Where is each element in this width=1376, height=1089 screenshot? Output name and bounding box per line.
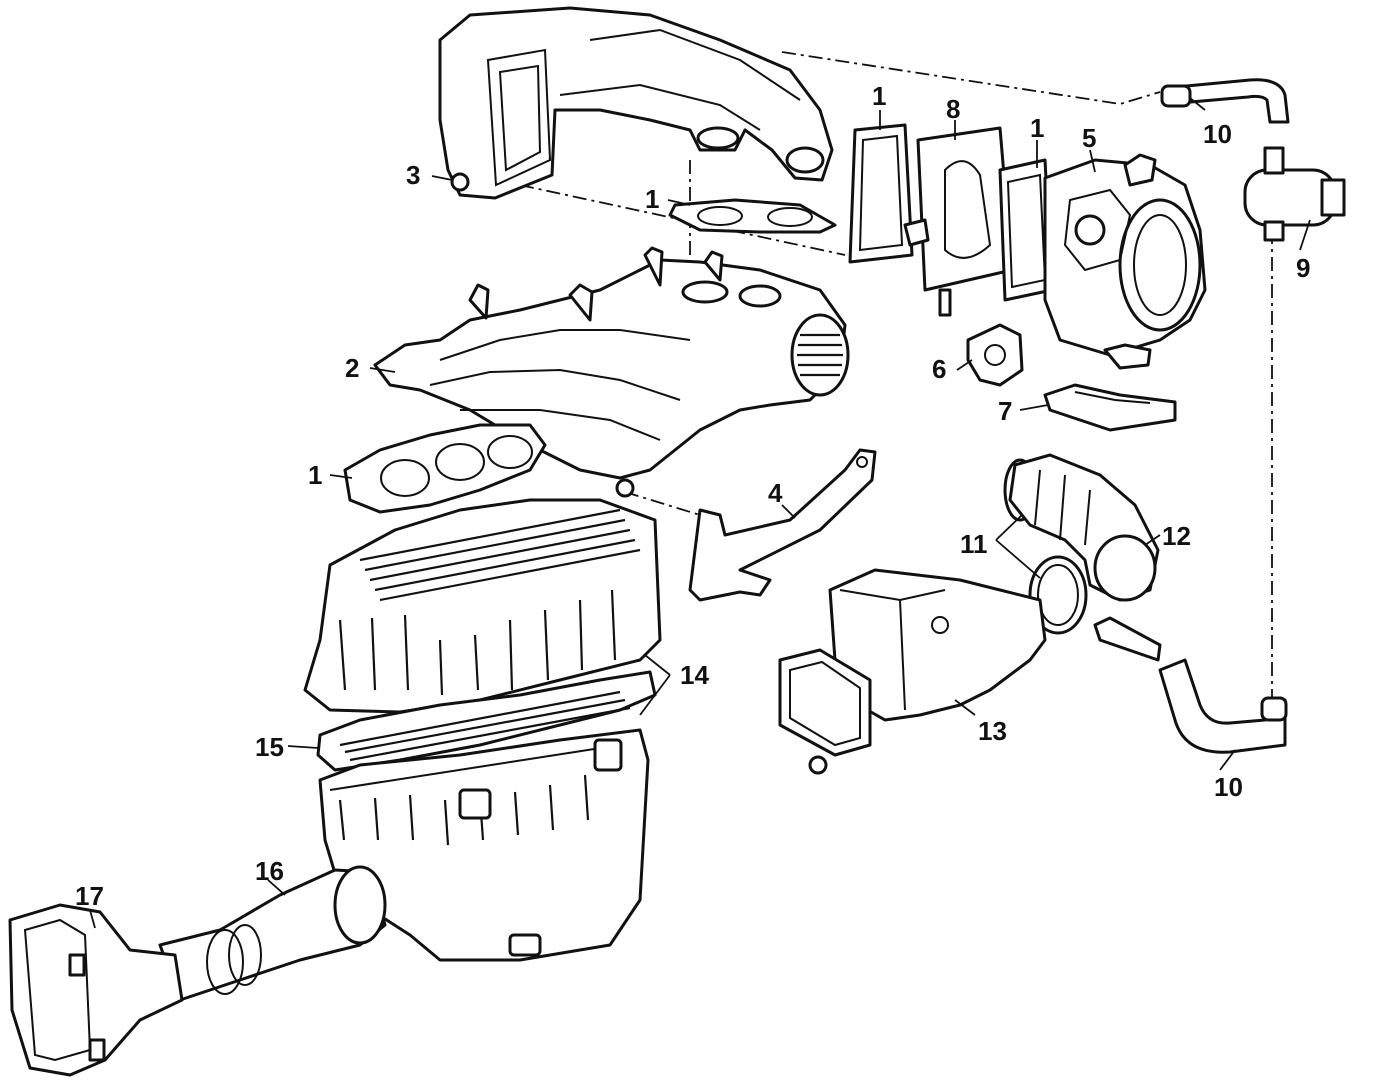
gasket-upper	[668, 198, 837, 234]
air-filter-element	[316, 670, 657, 772]
air-intake-boot	[1008, 453, 1160, 602]
callout-12: 12	[1162, 521, 1191, 551]
callout-1-lower-gasket: 1	[308, 460, 322, 490]
gasket-throttle-left	[848, 123, 914, 264]
support-bracket	[688, 448, 877, 602]
leader-lines	[89, 97, 1311, 929]
callout-8: 8	[946, 94, 960, 124]
callout-4: 4	[768, 478, 783, 508]
callout-13: 13	[978, 716, 1007, 746]
intake-duct	[158, 865, 387, 1002]
gasket-lower	[343, 423, 547, 514]
callout-11: 11	[960, 529, 988, 559]
callout-labels: 1 1 1 1 2 3 4 5 6 7 8 9 10 10 11 12 13 1…	[75, 81, 1310, 911]
callout-1-throttle-gasket-right: 1	[1030, 113, 1044, 143]
callout-7: 7	[998, 396, 1012, 426]
upper-intake-plenum	[438, 6, 834, 200]
spacer-plate	[903, 126, 1014, 317]
callout-15: 15	[255, 732, 284, 762]
hose-fitting	[1093, 616, 1162, 662]
inlet-snorkel	[8, 903, 184, 1077]
callout-14: 14	[680, 660, 709, 690]
callout-6: 6	[932, 354, 946, 384]
throttle-position-sensor	[966, 323, 1024, 387]
callout-1-throttle-gasket-left: 1	[872, 81, 886, 111]
air-flow-meter	[778, 568, 1047, 775]
hose-upper	[1160, 78, 1290, 124]
air-filter-upper-housing	[303, 498, 662, 714]
idle-switch	[1043, 383, 1177, 432]
hose-lower	[1158, 658, 1288, 754]
callout-9: 9	[1296, 253, 1310, 283]
callout-1-upper-gasket: 1	[645, 184, 659, 214]
callout-10-lower-hose: 10	[1214, 772, 1243, 802]
idle-control-valve	[1243, 146, 1346, 242]
callout-5: 5	[1082, 123, 1096, 153]
callout-16: 16	[255, 856, 284, 886]
callout-17: 17	[75, 881, 104, 911]
callout-10-upper-hose: 10	[1203, 119, 1232, 149]
callout-3: 3	[406, 160, 420, 190]
callout-2: 2	[345, 353, 359, 383]
throttle-body	[1043, 153, 1207, 370]
